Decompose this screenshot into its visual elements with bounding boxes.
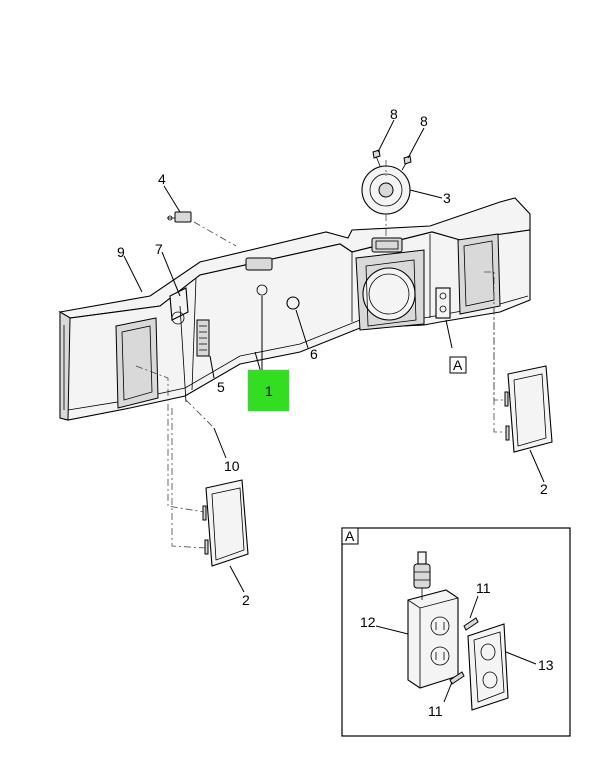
alignment-lines	[135, 160, 506, 549]
callout-10[interactable]: 10	[224, 458, 240, 474]
leader-lines	[123, 119, 545, 593]
outlet-box	[407, 589, 459, 689]
callout-1[interactable]: 1	[265, 383, 273, 399]
callout-8-right[interactable]: 8	[420, 113, 428, 129]
plug-button	[286, 296, 300, 310]
callout-6[interactable]: 6	[310, 346, 318, 362]
cable-connector	[413, 551, 431, 600]
console-panel	[58, 197, 531, 421]
detail-inset-a: A	[341, 527, 571, 737]
callout-labels: 1 2 2 3 4 5 6 7 8 8 9 10	[117, 106, 548, 608]
callout-12[interactable]: 12	[360, 614, 376, 630]
callout-4[interactable]: 4	[158, 171, 166, 187]
callout-11-top[interactable]: 11	[476, 580, 491, 596]
detail-reference[interactable]: A	[449, 356, 467, 374]
callout-9[interactable]: 9	[117, 244, 125, 260]
callout-1-highlight[interactable]	[247, 369, 290, 412]
callout-13[interactable]: 13	[538, 657, 554, 673]
callout-5[interactable]: 5	[217, 379, 225, 395]
screw-icon-detail	[449, 617, 479, 685]
screw-icon	[372, 149, 412, 165]
callout-3[interactable]: 3	[443, 190, 451, 206]
lens-cover-left	[202, 479, 249, 567]
connector-clip	[167, 211, 192, 223]
cover-plate	[467, 623, 509, 711]
detail-ref-label: A	[453, 357, 463, 373]
callout-11-bottom[interactable]: 11	[428, 703, 443, 719]
callout-2-right[interactable]: 2	[540, 481, 548, 497]
lens-cover-right	[504, 365, 553, 453]
inset-label: A	[345, 528, 355, 544]
callout-8-left[interactable]: 8	[390, 106, 398, 122]
callout-7[interactable]: 7	[155, 241, 163, 257]
callout-2-left[interactable]: 2	[242, 592, 250, 608]
